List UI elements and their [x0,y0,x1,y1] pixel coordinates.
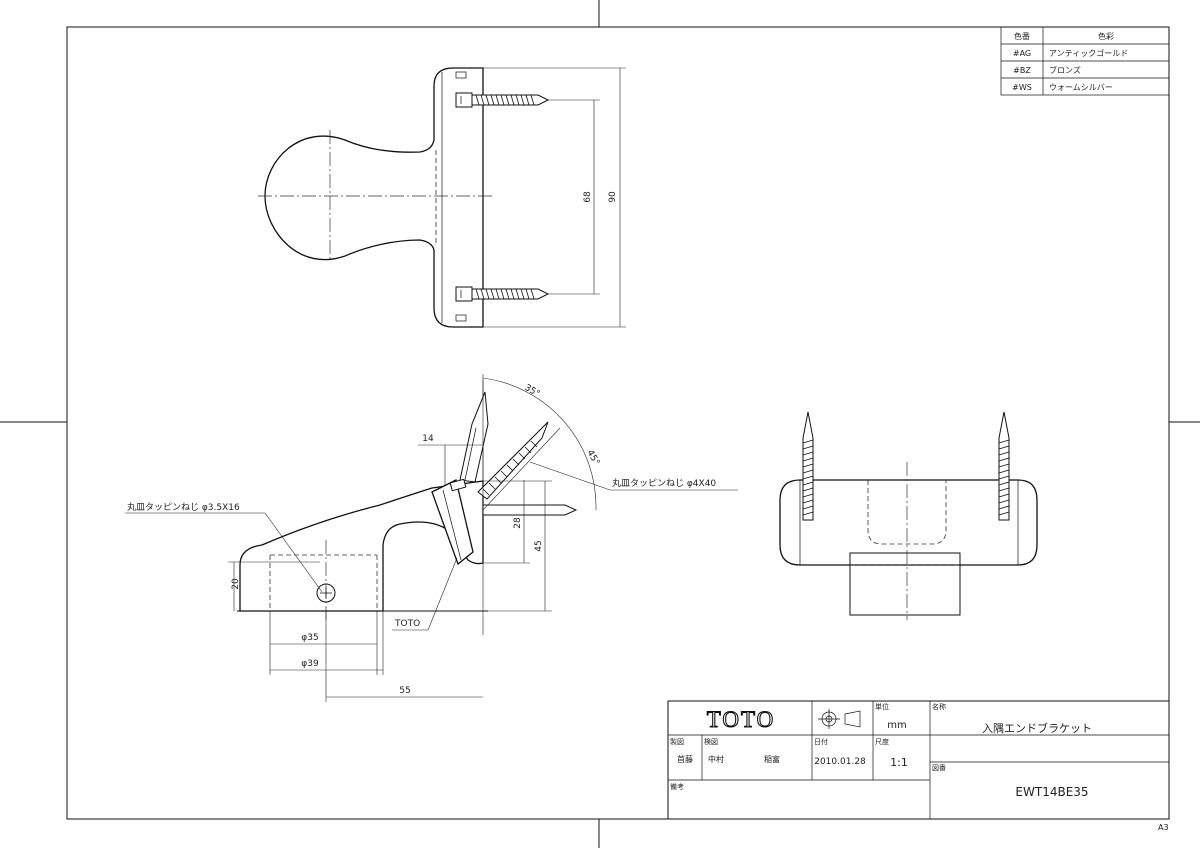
dim-68: 68 [583,191,593,203]
checked-value: 中村 [708,754,724,764]
callout-screw-large: 丸皿タッピンねじ φ4X40 [612,477,716,489]
callout-screw-small: 丸皿タッピンねじ φ3.5X16 [127,501,240,513]
dim-phi35: φ35 [301,633,318,643]
drawn-value: 首藤 [677,754,693,764]
color-table-header-name: 色彩 [1098,31,1114,41]
unit-value: mm [887,720,906,731]
name-label: 名称 [932,702,946,711]
title-block: TOTO 単位 mm 名称 入隅エンドブラケット 製図 検図 日付 尺度 首藤 … [667,700,1170,820]
dim-45: 45 [534,540,544,551]
projection-symbol [818,709,861,729]
dim-90: 90 [608,191,618,203]
dim-phi39: φ39 [301,659,319,669]
side-view: 35° 45° 14 28 45 20 φ35 φ39 55 丸皿 [125,374,738,702]
checked-label: 検図 [704,737,718,746]
callout-toto-mark: TOTO [394,619,420,629]
drawing-no-label: 図番 [932,764,946,772]
angled-screw-35 [459,391,489,483]
color-code-ag: #AG [1013,49,1031,58]
color-code-ws: #WS [1012,83,1032,92]
horizontal-screw [482,504,578,516]
dim-20: 20 [231,578,241,590]
unit-label: 単位 [875,702,889,711]
dim-55: 55 [399,686,410,696]
remarks-label: 備考 [670,782,684,791]
color-name-ws: ウォームシルバー [1049,83,1113,92]
scale-label: 尺度 [875,737,889,746]
angle-45: 45° [584,449,601,468]
color-table-header-code: 色番 [1014,31,1030,41]
screw-top-lower [455,286,550,302]
date-label: 日付 [814,737,828,746]
approved-value: 稲富 [764,754,780,764]
top-view: 68 90 [258,67,626,328]
color-name-ag: アンティックゴールド [1049,48,1128,58]
drawing-no-value: EWT14BE35 [1015,785,1088,799]
date-value: 2010.01.28 [814,757,866,767]
front-view [779,411,1038,620]
dim-28: 28 [513,517,523,529]
color-table: 色番 色彩 #AG アンティックゴールド #BZ ブロンズ #WS ウォームシル… [1000,26,1170,96]
angled-screw-45 [449,421,549,500]
title-logo: TOTO [707,707,776,732]
dim-14: 14 [422,434,434,444]
scale-value: 1:1 [890,756,908,769]
sheet-size: A3 [1158,823,1169,832]
screw-top-upper [455,92,550,108]
color-name-bz: ブロンズ [1049,65,1081,75]
drawn-label: 製図 [670,737,684,746]
color-code-bz: #BZ [1013,66,1031,75]
name-value: 入隅エンドブラケット [982,721,1092,735]
angle-35: 35° [523,383,542,400]
